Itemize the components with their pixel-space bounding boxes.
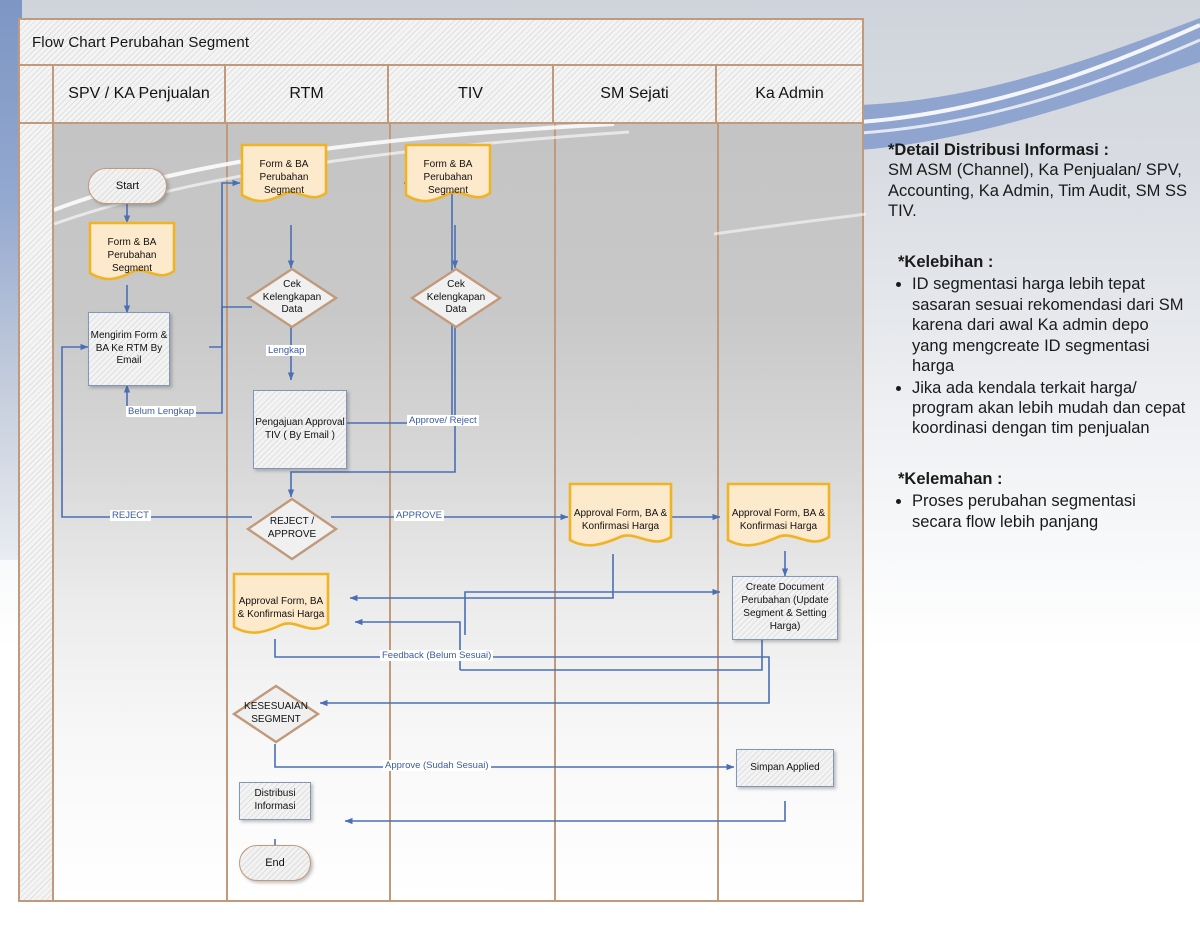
node-kirim-email[interactable]: Mengirim Form & BA Ke RTM By Email xyxy=(88,312,170,386)
node-reject-approve-label: REJECT / APPROVE xyxy=(267,516,317,540)
node-distribusi-informasi[interactable]: Distribusi Informasi xyxy=(239,782,311,820)
decision-diamond-icon xyxy=(410,267,502,329)
lane-header-tiv: TIV xyxy=(389,66,554,122)
chart-title-bar: Flow Chart Perubahan Segment xyxy=(20,20,862,66)
node-approval-sm[interactable]: Approval Form, BA & Konfirmasi Harga xyxy=(568,482,673,552)
node-cek-kelengkapan-tiv[interactable]: Cek Kelengkapan Data xyxy=(410,267,502,329)
node-simpan-applied[interactable]: Simpan Applied xyxy=(736,749,834,787)
node-end-label: End xyxy=(265,856,285,869)
notes-kelemahan-section: *Kelemahan : Proses perubahan segmentasi… xyxy=(888,469,1188,532)
lane-divider-2 xyxy=(389,124,391,900)
node-form-ba-rtm-label: Form & BA Perubahan Segment xyxy=(259,159,309,196)
document-shape-icon xyxy=(240,143,328,203)
list-item: Jika ada kendala terkait harga/ program … xyxy=(912,378,1188,439)
notes-kelebihan-section: *Kelebihan : ID segmentasi harga lebih t… xyxy=(888,252,1188,439)
lane-header-spv-label: SPV / KA Penjualan xyxy=(68,85,210,103)
lane-header-sm: SM Sejati xyxy=(554,66,717,122)
notes-kelebihan-list: ID segmentasi harga lebih tepat sasaran … xyxy=(888,274,1188,439)
edge-label-feedback: Feedback (Belum Sesuai) xyxy=(380,650,494,661)
node-reject-approve[interactable]: REJECT / APPROVE xyxy=(246,497,338,561)
decision-diamond-icon xyxy=(232,684,320,744)
list-item: ID segmentasi harga lebih tepat sasaran … xyxy=(912,274,1188,376)
node-create-document[interactable]: Create Document Perubahan (Update Segmen… xyxy=(732,576,838,640)
document-shape-icon xyxy=(726,482,831,547)
node-cek-kelengkapan-rtm-label: Cek Kelengkapan Data xyxy=(262,278,322,316)
node-form-ba-rtm[interactable]: Form & BA Perubahan Segment xyxy=(240,143,328,207)
node-pengajuan-approval-tiv[interactable]: Pengajuan Approval TIV ( By Email ) xyxy=(253,390,347,469)
node-cek-kelengkapan-tiv-label: Cek Kelengkapan Data xyxy=(426,278,486,316)
lane-header-spv: SPV / KA Penjualan xyxy=(54,66,226,122)
notes-detail-heading: *Detail Distribusi Informasi : xyxy=(888,141,1109,159)
node-approval-ka[interactable]: Approval Form, BA & Konfirmasi Harga xyxy=(726,482,831,552)
node-approval-ka-label: Approval Form, BA & Konfirmasi Harga xyxy=(731,507,826,532)
node-layer: Start Form & BA Perubahan Segment Mengir… xyxy=(20,20,866,904)
node-kirim-email-label: Mengirim Form & BA Ke RTM By Email xyxy=(90,329,168,367)
node-distribusi-informasi-label: Distribusi Informasi xyxy=(254,788,296,812)
node-create-document-label: Create Document Perubahan (Update Segmen… xyxy=(741,582,829,632)
node-end[interactable]: End xyxy=(239,845,311,881)
node-simpan-applied-label: Simpan Applied xyxy=(750,761,820,773)
document-shape-icon xyxy=(568,482,673,547)
lane-header-row: SPV / KA Penjualan RTM TIV SM Sejati Ka … xyxy=(20,66,862,124)
node-form-ba-spv[interactable]: Form & BA Perubahan Segment xyxy=(88,221,176,285)
lane-header-spacer xyxy=(20,66,54,122)
edge-label-reject: REJECT xyxy=(110,510,151,521)
lane-header-rtm: RTM xyxy=(226,66,389,122)
edge-label-approve-sudah: Approve (Sudah Sesuai) xyxy=(383,760,491,771)
lane-body-spacer xyxy=(20,124,54,900)
decision-diamond-icon xyxy=(246,267,338,329)
node-kesesuaian-segment-label: KESESUAIAN SEGMENT xyxy=(244,701,308,725)
lane-header-rtm-label: RTM xyxy=(289,85,324,103)
background-left-blue-band xyxy=(0,0,22,560)
node-kesesuaian-segment[interactable]: KESESUAIAN SEGMENT xyxy=(232,684,320,744)
node-approval-rtm[interactable]: Approval Form, BA & Konfirmasi Harga xyxy=(232,572,330,639)
node-form-ba-spv-label: Form & BA Perubahan Segment xyxy=(107,237,157,274)
lane-header-tiv-label: TIV xyxy=(458,85,483,103)
node-start-label: Start xyxy=(115,179,140,192)
lane-divider-4 xyxy=(717,124,719,900)
node-form-ba-tiv[interactable]: Form & BA Perubahan Segment xyxy=(404,143,492,207)
document-shape-icon xyxy=(88,221,176,281)
node-pengajuan-approval-tiv-label: Pengajuan Approval TIV ( By Email ) xyxy=(255,416,345,441)
lane-header-sm-label: SM Sejati xyxy=(600,85,669,103)
edge-label-lengkap: Lengkap xyxy=(266,345,307,356)
notes-kelebihan-heading: *Kelebihan : xyxy=(898,252,994,271)
swimlane-flowchart: Flow Chart Perubahan Segment SPV / KA Pe… xyxy=(18,18,866,904)
node-approval-sm-label: Approval Form, BA & Konfirmasi Harga xyxy=(573,507,668,532)
node-cek-kelengkapan-rtm[interactable]: Cek Kelengkapan Data xyxy=(246,267,338,329)
notes-panel: *Detail Distribusi Informasi : SM ASM (C… xyxy=(888,140,1188,533)
lane-divider-3 xyxy=(554,124,556,900)
edge-label-approve-reject: Approve/ Reject xyxy=(407,415,479,426)
notes-detail-body: SM ASM (Channel), Ka Penjualan/ SPV, Acc… xyxy=(888,161,1187,221)
node-approval-rtm-label: Approval Form, BA & Konfirmasi Harga xyxy=(237,596,325,620)
node-form-ba-tiv-label: Form & BA Perubahan Segment xyxy=(423,159,473,196)
node-start[interactable]: Start xyxy=(88,168,167,204)
edge-label-belum-lengkap: Belum Lengkap xyxy=(126,406,197,417)
edge-label-approve: APPROVE xyxy=(394,510,444,521)
decision-diamond-icon xyxy=(246,497,338,561)
notes-kelemahan-heading: *Kelemahan : xyxy=(898,469,1003,488)
document-shape-icon xyxy=(404,143,492,203)
page-title: Flow Chart Perubahan Segment xyxy=(32,33,250,51)
lane-header-ka: Ka Admin xyxy=(717,66,862,122)
document-shape-icon xyxy=(232,572,330,634)
notes-kelemahan-list: Proses perubahan segmentasi secara flow … xyxy=(888,491,1188,532)
lane-header-ka-label: Ka Admin xyxy=(755,85,824,103)
list-item: Proses perubahan segmentasi secara flow … xyxy=(912,491,1188,532)
